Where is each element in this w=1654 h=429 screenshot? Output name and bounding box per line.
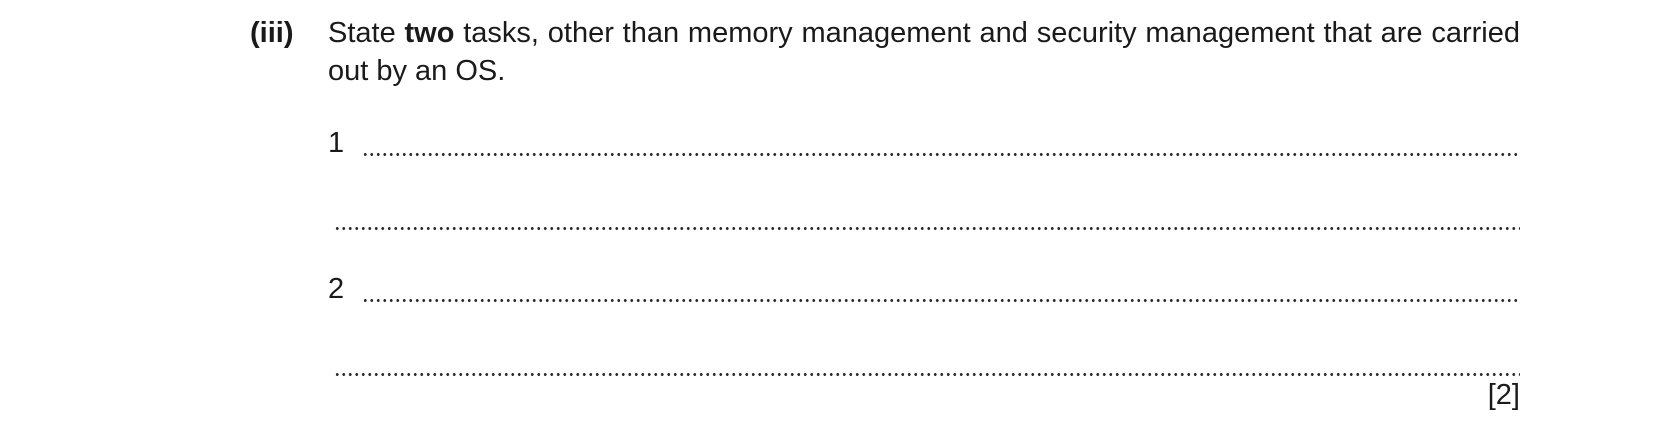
question-text-emphasis: two [404,17,455,49]
question-prompt: State two tasks, other than memory manag… [328,14,1520,90]
answer-line-2[interactable]: 2 [328,270,1520,308]
question-text-end: tasks, other than memory management and … [328,17,1520,87]
dotted-rule [334,227,1520,230]
question-text-start: State [328,17,405,49]
question-part-number: (iii) [250,17,294,49]
dotted-rule [362,153,1520,156]
marks-allocation: [2] [1487,379,1520,411]
answer-number-1: 1 [328,127,345,159]
answer-line-2-continuation[interactable] [334,344,1520,382]
answer-line-1[interactable]: 1 [328,124,1520,162]
answer-number-2: 2 [328,273,345,305]
dotted-rule [362,299,1520,302]
answer-line-1-continuation[interactable] [334,198,1520,236]
dotted-rule [334,373,1520,376]
